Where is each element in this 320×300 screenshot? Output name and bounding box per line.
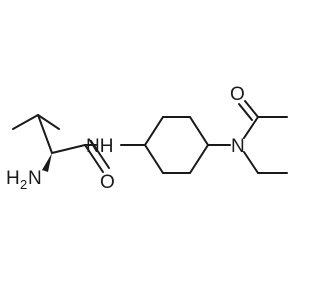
bond-isopropyl-alpha	[37, 114, 53, 154]
bond-acetyl-co-1	[244, 100, 259, 118]
atom-label-acetyl-oxygen: O	[230, 84, 245, 105]
atom-label-nh: NH	[86, 136, 113, 157]
bond-n-ethyl	[243, 151, 259, 174]
atom-label-amine-n: N	[28, 168, 42, 189]
bond-alpha-carbonyl	[51, 144, 86, 154]
molecule-structure: NH H 2 N O O N	[6, 84, 288, 193]
atom-label-set: NH H 2 N O O N	[6, 84, 245, 193]
bond-methyl-top	[37, 114, 60, 130]
stereo-wedge-bond	[42, 153, 52, 172]
bond-methyl-left	[12, 114, 39, 130]
bond-set	[12, 100, 288, 174]
atom-label-tertiary-n: N	[231, 136, 245, 157]
bond-n-acetyl	[243, 116, 259, 139]
atom-label-amine-h: H	[6, 168, 20, 189]
atom-label-amine-subscript: 2	[20, 177, 27, 192]
bond-amide-co-1	[84, 144, 104, 173]
atom-label-amide-oxygen: O	[100, 172, 115, 193]
bond-cyclohexane-ring	[144, 116, 210, 174]
bond-acetyl-co-2	[238, 103, 253, 121]
